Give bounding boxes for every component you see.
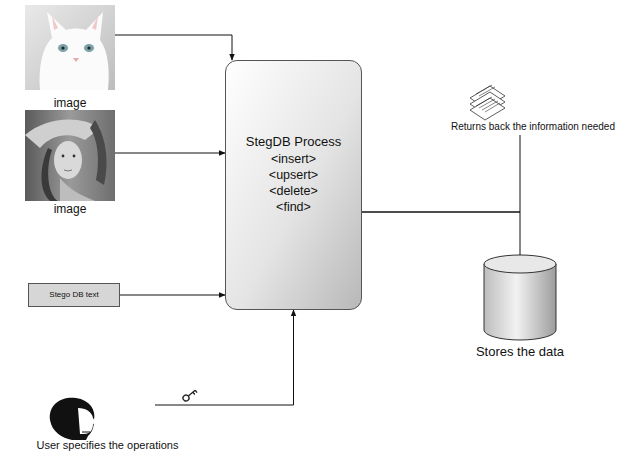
database-store: Stores the data bbox=[470, 255, 570, 359]
operation-label: <insert> bbox=[271, 151, 316, 167]
process-box: StegDB Process<insert><upsert><delete><f… bbox=[225, 60, 362, 310]
connector bbox=[115, 153, 225, 154]
documents-icon bbox=[470, 85, 505, 120]
image-node: image bbox=[25, 110, 115, 216]
cat-image bbox=[25, 5, 115, 90]
image-node: image bbox=[25, 5, 115, 110]
database-cylinder bbox=[484, 255, 556, 340]
text-input-box: Stego DB text bbox=[28, 283, 120, 307]
connector bbox=[362, 135, 520, 212]
connector bbox=[362, 212, 520, 255]
user-head-icon bbox=[50, 398, 96, 440]
operation-label: <find> bbox=[276, 199, 311, 215]
node-label: image bbox=[25, 96, 115, 110]
portrait-image bbox=[25, 110, 115, 201]
connector bbox=[120, 295, 225, 296]
node-label: Returns back the information needed bbox=[438, 121, 628, 133]
user-node: User specifies the operations bbox=[5, 403, 210, 452]
output-documents: Returns back the information needed bbox=[438, 82, 628, 133]
node-label: image bbox=[25, 202, 115, 216]
connector bbox=[155, 310, 294, 405]
operation-label: <upsert> bbox=[269, 167, 318, 183]
operation-label: <delete> bbox=[269, 183, 318, 199]
node-label: StegDB Process bbox=[246, 134, 341, 150]
node-label: Stego DB text bbox=[49, 290, 98, 300]
key-symbol bbox=[182, 388, 197, 402]
node-label: User specifies the operations bbox=[5, 439, 210, 452]
connector bbox=[115, 35, 232, 60]
node-label: Stores the data bbox=[470, 344, 570, 359]
